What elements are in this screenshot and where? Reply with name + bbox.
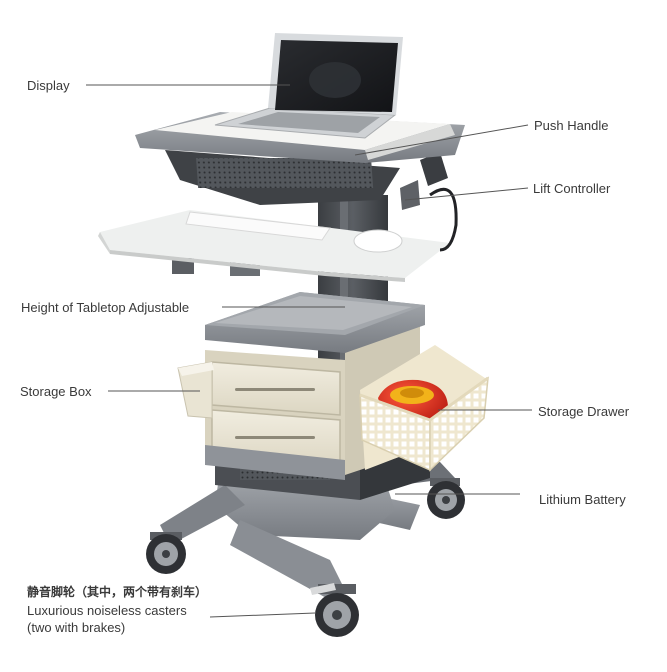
leader-push-handle — [354, 124, 529, 156]
leader-lift-controller — [404, 187, 529, 201]
storage-box — [177, 361, 214, 419]
label-lift-controller: Lift Controller — [533, 181, 611, 196]
label-lithium-battery: Lithium Battery — [539, 492, 626, 507]
label-casters-brakes: (two with brakes) — [27, 620, 126, 635]
label-storage-box: Storage Box — [20, 384, 92, 399]
caster-front — [310, 583, 359, 637]
keyboard-tray — [98, 210, 450, 282]
leader-lines — [86, 84, 532, 618]
label-display: Display — [27, 78, 70, 93]
caster-rear-right — [427, 478, 465, 519]
laptop — [214, 33, 403, 139]
leader-casters — [209, 612, 316, 618]
label-push-handle: Push Handle — [534, 118, 609, 133]
label-storage-drawer: Storage Drawer — [538, 404, 630, 419]
caster-left — [146, 532, 186, 574]
label-casters-chinese: 静音脚轮（其中，两个带有刹车） — [27, 585, 208, 599]
label-height-tabletop: Height of Tabletop Adjustable — [21, 300, 190, 315]
label-casters-english: Luxurious noiseless casters — [27, 603, 187, 618]
storage-basket — [359, 345, 489, 472]
